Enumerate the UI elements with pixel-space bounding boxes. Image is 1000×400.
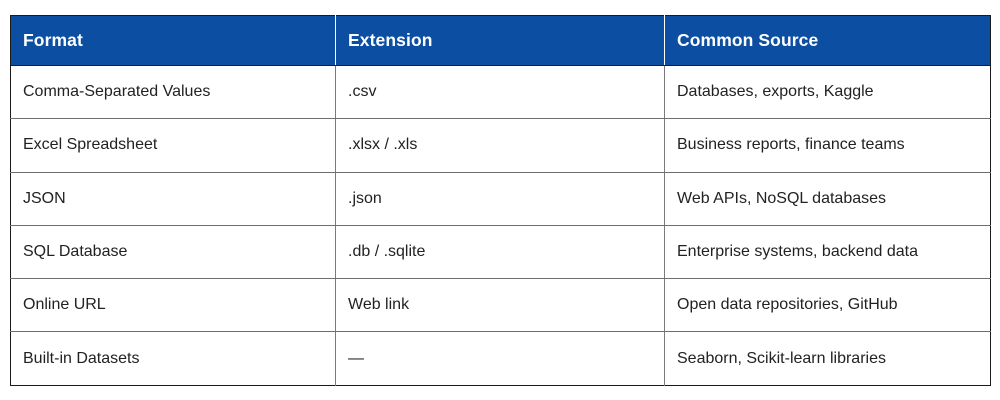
cell-extension: .csv xyxy=(335,65,665,120)
cell-common-source: Open data repositories, GitHub xyxy=(664,278,991,333)
data-formats-table-container: Format Extension Common Source Comma-Sep… xyxy=(10,15,991,386)
table-row: JSON .json Web APIs, NoSQL databases xyxy=(10,172,991,226)
cell-common-source: Web APIs, NoSQL databases xyxy=(664,172,991,226)
cell-format: SQL Database xyxy=(10,225,336,280)
table-row: Comma-Separated Values .csv Databases, e… xyxy=(10,65,991,120)
cell-common-source: Business reports, finance teams xyxy=(664,118,991,173)
cell-format: Online URL xyxy=(10,278,336,333)
cell-common-source: Databases, exports, Kaggle xyxy=(664,65,991,120)
column-header-format: Format xyxy=(10,15,336,66)
cell-extension: .json xyxy=(335,172,665,226)
table-header-row: Format Extension Common Source xyxy=(10,15,991,66)
data-formats-table: Format Extension Common Source Comma-Sep… xyxy=(10,15,991,386)
cell-extension: .xlsx / .xls xyxy=(335,118,665,173)
cell-format: Excel Spreadsheet xyxy=(10,118,336,173)
cell-extension: Web link xyxy=(335,278,665,333)
cell-format: Built-in Datasets xyxy=(10,331,336,386)
cell-extension: — xyxy=(335,331,665,386)
column-header-common-source: Common Source xyxy=(664,15,991,66)
table-row: Built-in Datasets — Seaborn, Scikit-lear… xyxy=(10,331,991,386)
cell-format: Comma-Separated Values xyxy=(10,65,336,120)
cell-extension: .db / .sqlite xyxy=(335,225,665,280)
cell-common-source: Seaborn, Scikit-learn libraries xyxy=(677,349,886,367)
table-body: Comma-Separated Values .csv Databases, e… xyxy=(10,65,991,386)
cell-common-source: Enterprise systems, backend data xyxy=(664,225,991,280)
table-row: SQL Database .db / .sqlite Enterprise sy… xyxy=(10,225,991,280)
table-header: Format Extension Common Source xyxy=(10,15,991,66)
table-row: Excel Spreadsheet .xlsx / .xls Business … xyxy=(10,118,991,173)
table-row: Online URL Web link Open data repositori… xyxy=(10,278,991,333)
column-header-extension: Extension xyxy=(335,15,665,66)
cell-format: JSON xyxy=(10,172,336,226)
